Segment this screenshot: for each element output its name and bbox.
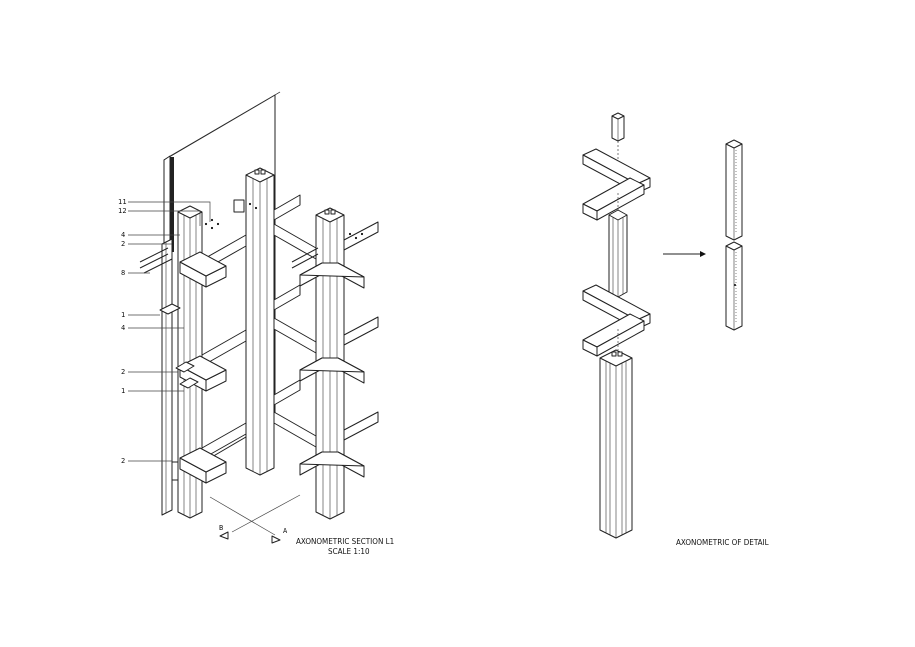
callout-label: 2 — [121, 368, 125, 376]
callout-label: 4 — [121, 324, 125, 332]
joints-right — [299, 262, 365, 478]
callout-label: 2 — [121, 240, 125, 248]
joints-left — [179, 251, 227, 484]
callout-label: 8 — [121, 269, 125, 277]
callout-label: 1 — [121, 311, 125, 319]
detail-exploded-column — [725, 139, 743, 331]
callout-leaders — [128, 201, 211, 462]
detail-top-block — [611, 112, 625, 160]
detail-caption: AXONOMETRIC OF DETAIL — [676, 538, 769, 547]
callout-label: 1 — [121, 387, 125, 395]
callout-label: 2 — [121, 457, 125, 465]
callout-labels: 11 12 4 2 8 1 4 2 1 2 — [118, 198, 127, 465]
section-mark-a: A — [283, 527, 288, 535]
axonometric-section-drawing: 11 12 4 2 8 1 4 2 1 2 B A AXONOMETRIC SE… — [118, 91, 394, 556]
detail-upper-joint — [582, 148, 651, 221]
section-caption-title: AXONOMETRIC SECTION L1 — [296, 537, 394, 546]
detail-middle-column — [608, 209, 628, 298]
section-cut-marker: B A — [209, 494, 301, 544]
column-center — [245, 167, 275, 476]
callout-label: 12 — [118, 207, 127, 215]
section-mark-b: B — [219, 524, 223, 532]
callout-label: 4 — [121, 231, 125, 239]
detail-bottom-column — [599, 349, 633, 539]
detail-lower-joint — [582, 284, 651, 357]
direction-arrow — [663, 251, 706, 257]
bolts — [139, 199, 364, 481]
section-caption-scale: SCALE 1:10 — [328, 547, 370, 556]
axonometric-detail-drawing: AXONOMETRIC OF DETAIL — [582, 112, 769, 547]
callout-label: 11 — [118, 198, 127, 206]
